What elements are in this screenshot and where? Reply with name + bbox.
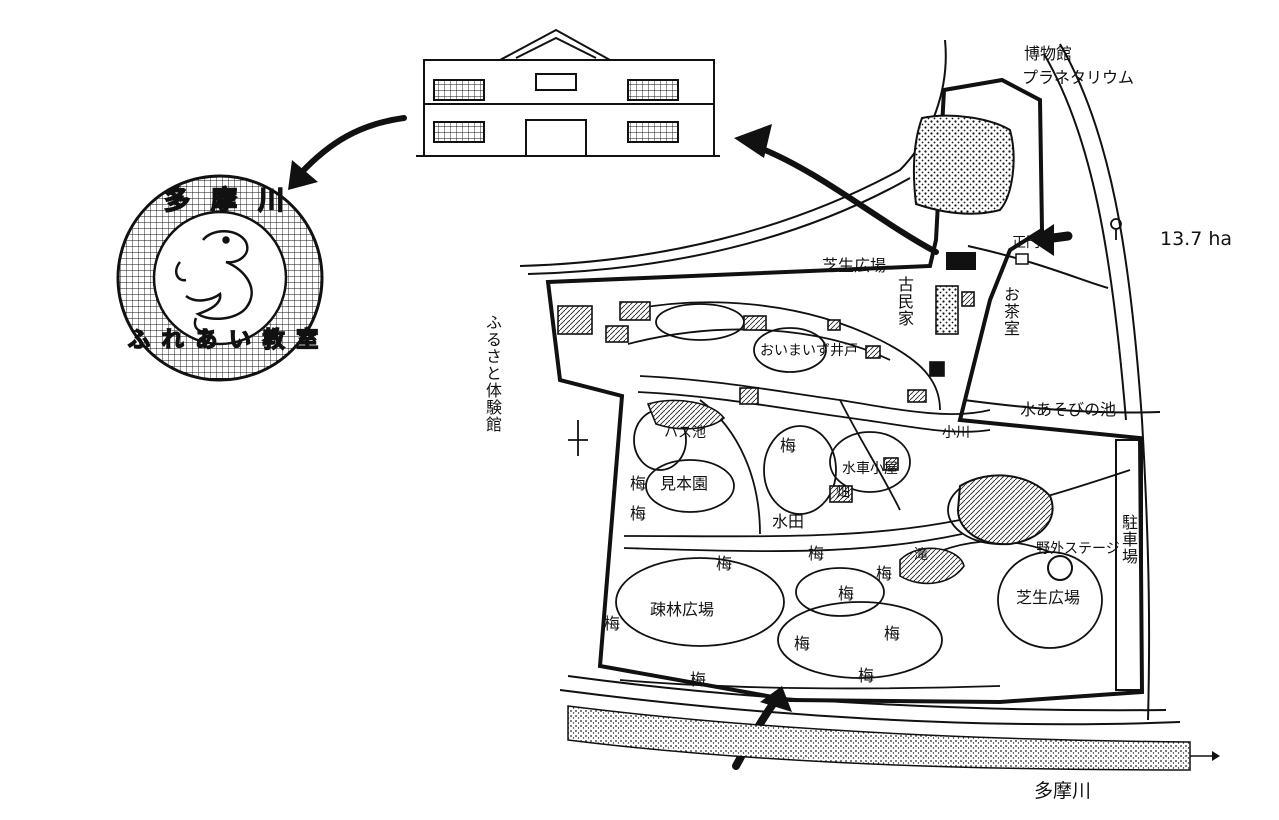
roads bbox=[519, 39, 1181, 726]
planetarium-label: プラネタリウム bbox=[1022, 68, 1135, 87]
river-label: 多摩川 bbox=[1034, 780, 1092, 802]
tama-chan-seal-icon bbox=[175, 230, 253, 333]
plum-label: 梅 bbox=[780, 436, 797, 455]
area-label: 13.7 ha bbox=[1160, 228, 1233, 250]
plum-label: 梅 bbox=[630, 504, 647, 523]
well-label: おいまいず井戸 bbox=[760, 343, 858, 359]
main-gate-label: 正門 bbox=[1012, 235, 1040, 251]
shrine-label: 滝 bbox=[914, 547, 928, 563]
lotus-pond-label: ハス池 bbox=[664, 425, 706, 441]
lawn-north-label: 芝生広場 bbox=[822, 256, 887, 275]
small-pond bbox=[899, 547, 965, 585]
north-arrow-icon bbox=[568, 420, 588, 456]
furusato-hall-label: ふるさと体験館 bbox=[483, 314, 502, 433]
plum-label: 梅 bbox=[808, 544, 825, 563]
plum-label: 梅 bbox=[838, 584, 855, 603]
lotus-pond bbox=[646, 399, 726, 430]
tea-room-label: お茶室 bbox=[1001, 286, 1020, 337]
museum-planetarium bbox=[913, 114, 1015, 215]
plum-label: 梅 bbox=[716, 554, 733, 573]
plum-label: 梅 bbox=[604, 614, 621, 633]
location-pin-icon bbox=[1110, 218, 1122, 240]
tama-river bbox=[567, 705, 1191, 771]
stream-label: 小川 bbox=[942, 425, 970, 441]
old-house-label: 古民家 bbox=[895, 276, 914, 327]
main-gate-building bbox=[946, 252, 976, 270]
plum-label: 梅 bbox=[884, 624, 901, 643]
museum-label: 博物館 bbox=[1024, 44, 1073, 63]
plum-label: 梅 bbox=[876, 564, 893, 583]
water-play-pond-label: 水あそびの池 bbox=[1020, 400, 1117, 419]
water-play-pond bbox=[956, 474, 1054, 546]
outdoor-stage bbox=[1047, 555, 1073, 581]
river-flow-arrow-icon bbox=[1190, 751, 1220, 761]
garden-label: 見本園 bbox=[660, 474, 709, 493]
plum-label: 梅 bbox=[690, 670, 707, 689]
lawn-east-label: 芝生広場 bbox=[1016, 588, 1081, 607]
parking-label: 駐車場 bbox=[1119, 514, 1138, 565]
paddy-label: 水田 bbox=[772, 512, 805, 531]
parking-lot bbox=[1115, 439, 1143, 691]
plum-label: 梅 bbox=[858, 666, 875, 685]
plum-label: 梅 bbox=[630, 474, 647, 493]
plum-label: 梅 bbox=[794, 634, 811, 653]
field-label: 畑 bbox=[836, 485, 850, 501]
logo-bottom-text: ふ れ あ い 教 室 bbox=[127, 328, 321, 353]
logo-top-text: 多 摩 川 bbox=[163, 186, 291, 216]
park-boundary bbox=[545, 77, 1145, 705]
outdoor-stage-label: 野外ステージ bbox=[1036, 541, 1120, 557]
logo-seal bbox=[116, 174, 324, 382]
internal-paths bbox=[615, 301, 1131, 690]
museum-building-illustration bbox=[416, 28, 720, 157]
waterwheel-label: 水車小屋 bbox=[842, 461, 898, 477]
buildings bbox=[557, 285, 975, 503]
sparse-forest-label: 疎林広場 bbox=[650, 600, 715, 619]
